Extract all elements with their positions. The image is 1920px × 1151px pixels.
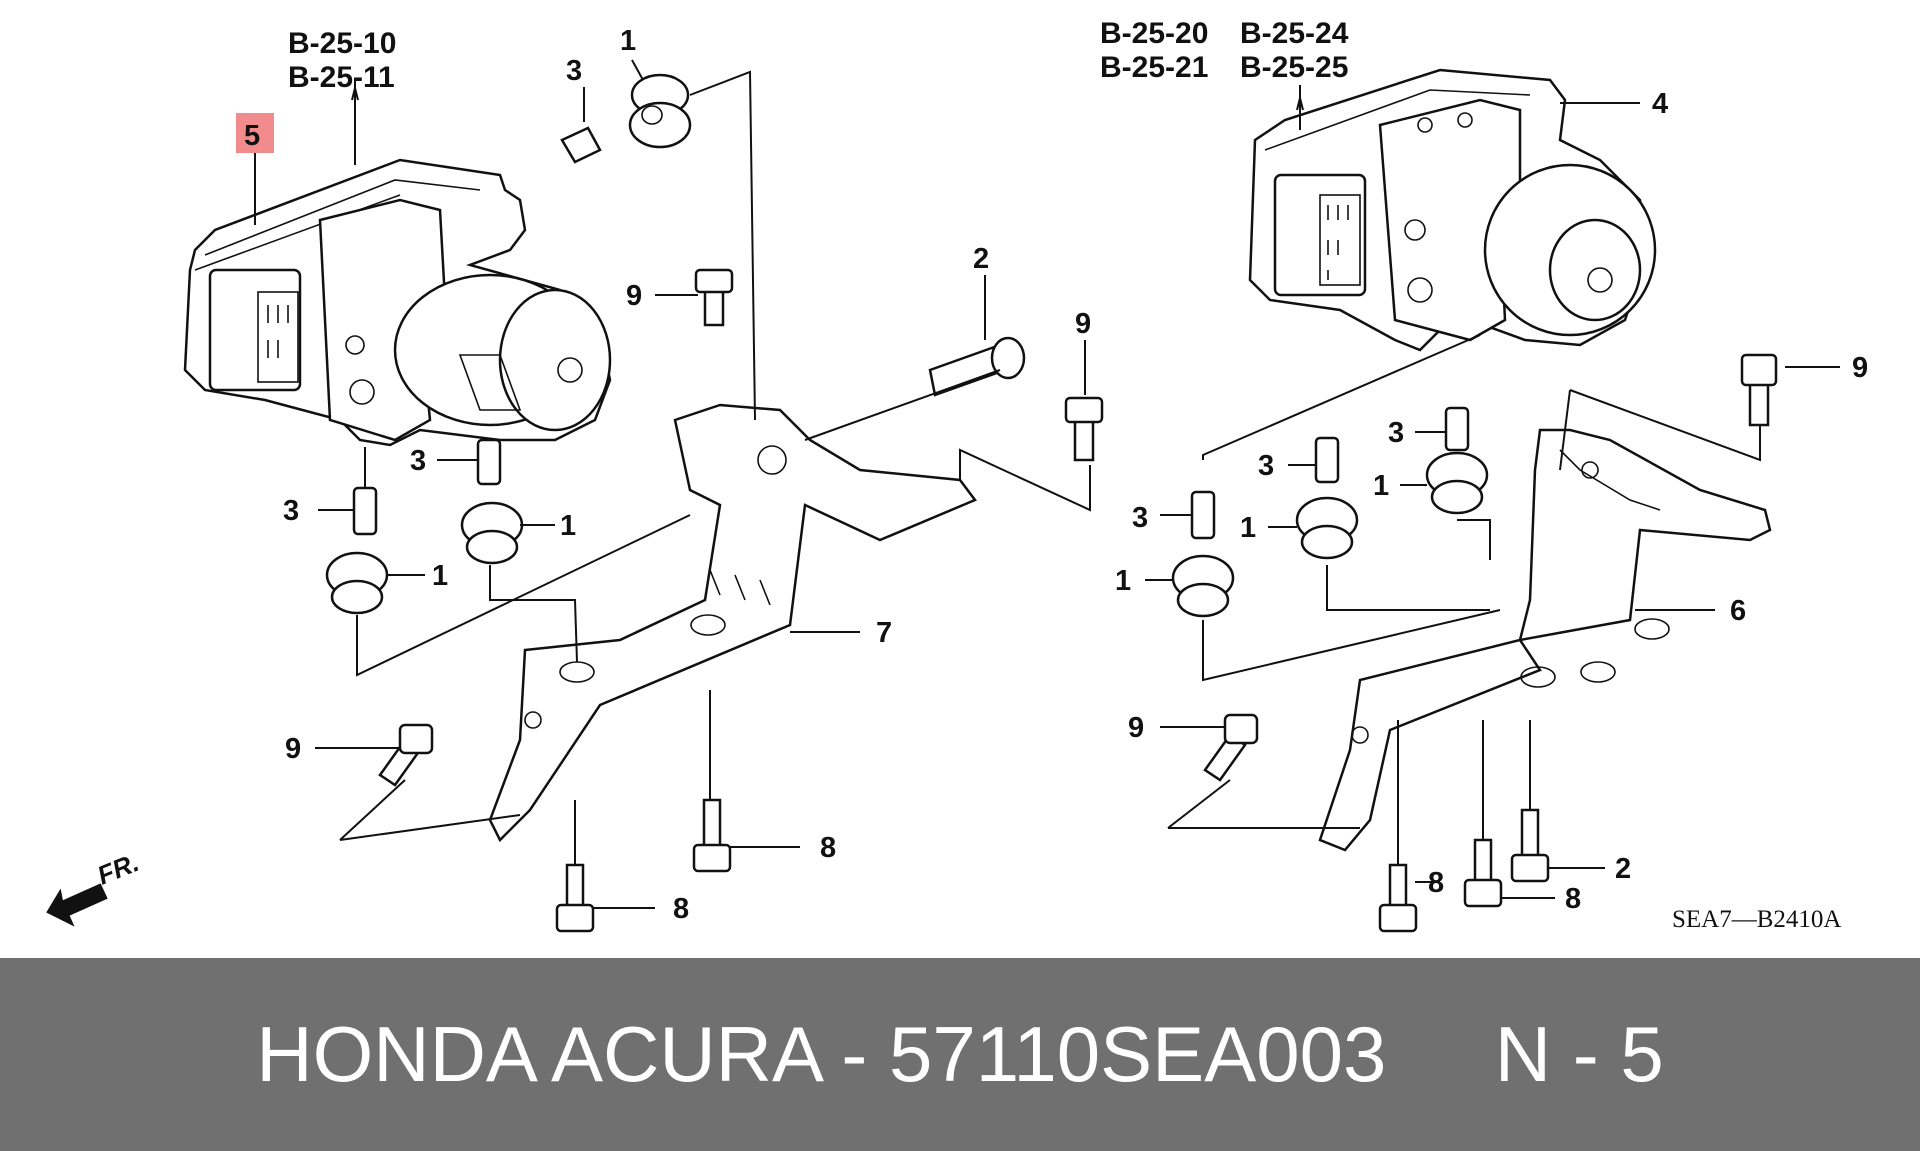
- right-grommet-c: [1425, 451, 1489, 515]
- callout-9-left-top: 9: [626, 280, 642, 312]
- callout-7: 7: [876, 617, 892, 649]
- left-modulator-unit: [183, 158, 612, 447]
- right-bolt-8-b: [1463, 838, 1503, 908]
- callout-9-right: 9: [1852, 352, 1868, 384]
- front-direction-arrow: [46, 883, 108, 927]
- ref-right-a1: B-25-20: [1100, 17, 1208, 50]
- left-collar-a: [352, 486, 378, 536]
- callout-2-left: 2: [973, 243, 989, 275]
- footer-part-number: HONDA ACURA - 57110SEA003 N - 5: [256, 1010, 1664, 1098]
- callout-3-right-c: 3: [1388, 417, 1404, 449]
- right-leader-lines: [1145, 85, 1840, 899]
- callout-8-left-b: 8: [673, 893, 689, 925]
- callout-4: 4: [1652, 88, 1668, 120]
- left-bolt-8-b: [555, 863, 595, 933]
- left-bolt-9-lower: [378, 723, 434, 787]
- left-bolt-8-a: [692, 798, 732, 873]
- left-top-grommet: [628, 73, 692, 149]
- callout-1-right-b: 1: [1240, 512, 1256, 544]
- footer-bar: HONDA ACURA - 57110SEA003 N - 5: [0, 958, 1920, 1151]
- callout-9-left-right: 9: [1075, 308, 1091, 340]
- callout-3-left-low: 3: [283, 495, 299, 527]
- callout-3-top: 3: [566, 55, 582, 87]
- left-bracket: [488, 403, 977, 843]
- right-bracket: [1318, 428, 1772, 852]
- left-leader-lines: [254, 59, 1091, 909]
- right-collar-a: [1190, 490, 1216, 540]
- left-grommet-a: [325, 551, 389, 615]
- right-collar-c: [1444, 406, 1470, 452]
- right-bolt-8-a: [1378, 863, 1418, 933]
- callout-6: 6: [1730, 595, 1746, 627]
- ref-left-1: B-25-10: [288, 27, 396, 60]
- callout-3-right-a: 3: [1132, 502, 1148, 534]
- highlighted-callout: 5: [244, 120, 260, 152]
- left-grommet-b: [460, 501, 524, 565]
- right-grommet-a: [1171, 554, 1235, 618]
- left-bolt-9-top: [694, 268, 734, 327]
- left-bolt-9-right: [1064, 396, 1104, 462]
- left-collar-b: [476, 438, 502, 486]
- right-collar-b: [1314, 436, 1340, 484]
- ref-right-a2: B-25-21: [1100, 51, 1208, 84]
- highlight-box: [236, 113, 274, 153]
- callout-8-right-a: 8: [1428, 867, 1444, 899]
- right-modulator-unit: [1248, 68, 1657, 352]
- right-bolt-9-right: [1740, 353, 1778, 427]
- callout-1-right-c: 1: [1373, 470, 1389, 502]
- diagram-code: SEA7—B2410A: [1672, 906, 1841, 933]
- callout-3-right-b: 3: [1258, 450, 1274, 482]
- callout-1-left-low: 1: [432, 560, 448, 592]
- callout-9-right-low: 9: [1128, 712, 1144, 744]
- callout-9-left-low: 9: [285, 733, 301, 765]
- callout-1-right-a: 1: [1115, 565, 1131, 597]
- left-bolt-2: [928, 336, 1026, 397]
- abs-modulator-diagram: B-25-10 B-25-11 B-25-20 B-25-21 B-25-24 …: [46, 17, 1868, 933]
- callout-3-left-mid: 3: [410, 445, 426, 477]
- callout-1-left-mid: 1: [560, 510, 576, 542]
- ref-right-b1: B-25-24: [1240, 17, 1349, 50]
- callout-8-right-b: 8: [1565, 883, 1581, 915]
- ref-left-2: B-25-11: [288, 61, 395, 94]
- right-bolt-9-lower: [1203, 713, 1259, 782]
- callout-1-top: 1: [620, 25, 636, 57]
- left-top-collar: [560, 126, 602, 164]
- right-bolt-2: [1510, 808, 1550, 883]
- ref-right-b2: B-25-25: [1240, 51, 1348, 84]
- callout-8-left-a: 8: [820, 832, 836, 864]
- right-grommet-b: [1295, 496, 1359, 560]
- callout-2-right: 2: [1615, 853, 1631, 885]
